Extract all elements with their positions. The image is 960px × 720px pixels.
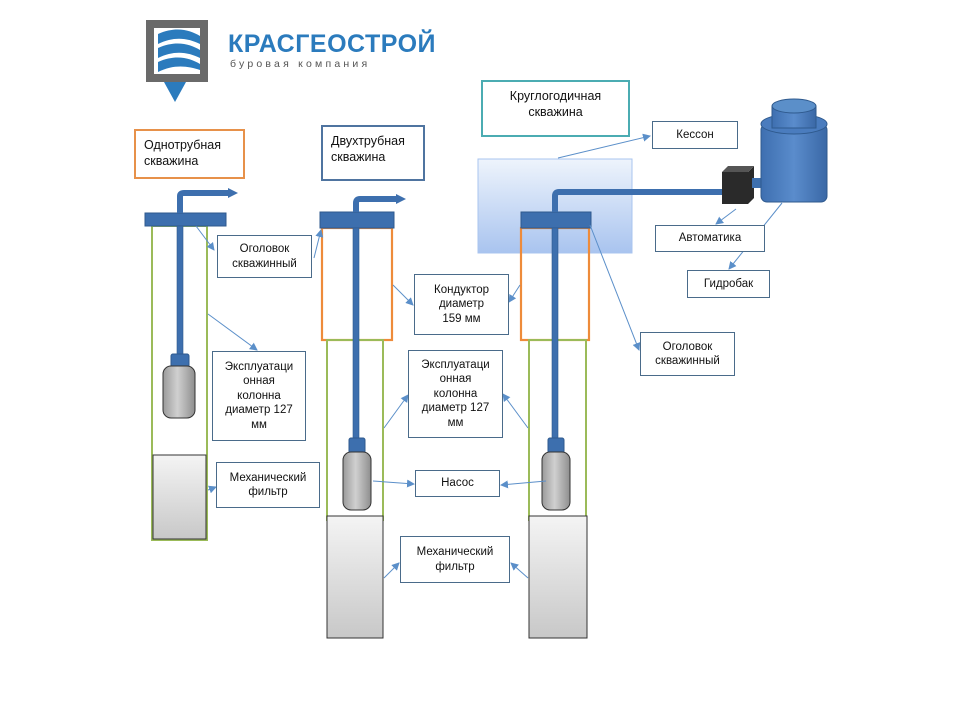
pump-2 — [342, 451, 372, 511]
label-hydro-tank: Гидробак — [687, 270, 770, 298]
filter-3 — [528, 515, 588, 639]
label-filter-2: Механический фильтр — [400, 536, 510, 583]
logo-title: КРАСГЕОСТРОЙ — [228, 30, 436, 58]
header-year-round-well: Круглогодичная скважина — [481, 80, 630, 137]
filter-1 — [152, 454, 207, 540]
outlet-pipe-1 — [177, 190, 230, 213]
wellhead-2 — [319, 211, 395, 229]
outlet-arrow-1 — [228, 188, 238, 198]
automation-unit — [722, 166, 762, 204]
riser-pipe-2 — [352, 227, 360, 441]
hydro-tank — [760, 98, 828, 203]
label-filter-1: Механический фильтр — [216, 462, 320, 508]
label-pump: Насос — [415, 470, 500, 497]
logo-subtitle: буровая компания — [230, 58, 371, 70]
label-casing-column-1: Эксплуатаци онная колонна диаметр 127 мм — [212, 351, 306, 441]
pump-3 — [541, 451, 571, 511]
year-round-well — [519, 189, 722, 639]
filter-2 — [326, 515, 384, 639]
header-double-pipe-well: Двухтрубная скважина — [321, 125, 425, 181]
label-automation: Автоматика — [655, 225, 765, 252]
company-logo — [146, 20, 208, 102]
label-conductor: Кондуктор диаметр 159 мм — [414, 274, 509, 335]
outlet-pipe-2 — [353, 196, 398, 212]
double-pipe-well — [319, 194, 406, 639]
label-casing-column-2: Эксплуатаци онная колонна диаметр 127 мм — [408, 350, 503, 438]
wellhead-3 — [520, 211, 592, 229]
supply-pipe-3 — [552, 189, 722, 212]
label-wellhead-2: Оголовок скважинный — [640, 332, 735, 376]
single-pipe-well — [144, 188, 238, 541]
label-caisson: Кессон — [652, 121, 738, 149]
wellhead-1 — [144, 212, 227, 227]
label-wellhead-1: Оголовок скважинный — [217, 235, 312, 278]
pump-1 — [162, 365, 196, 419]
outlet-arrow-2 — [396, 194, 406, 204]
riser-pipe-1 — [176, 225, 184, 357]
riser-pipe-3 — [551, 227, 559, 441]
header-single-pipe-well: Однотрубная скважина — [134, 129, 245, 179]
callout-lines — [195, 133, 783, 579]
